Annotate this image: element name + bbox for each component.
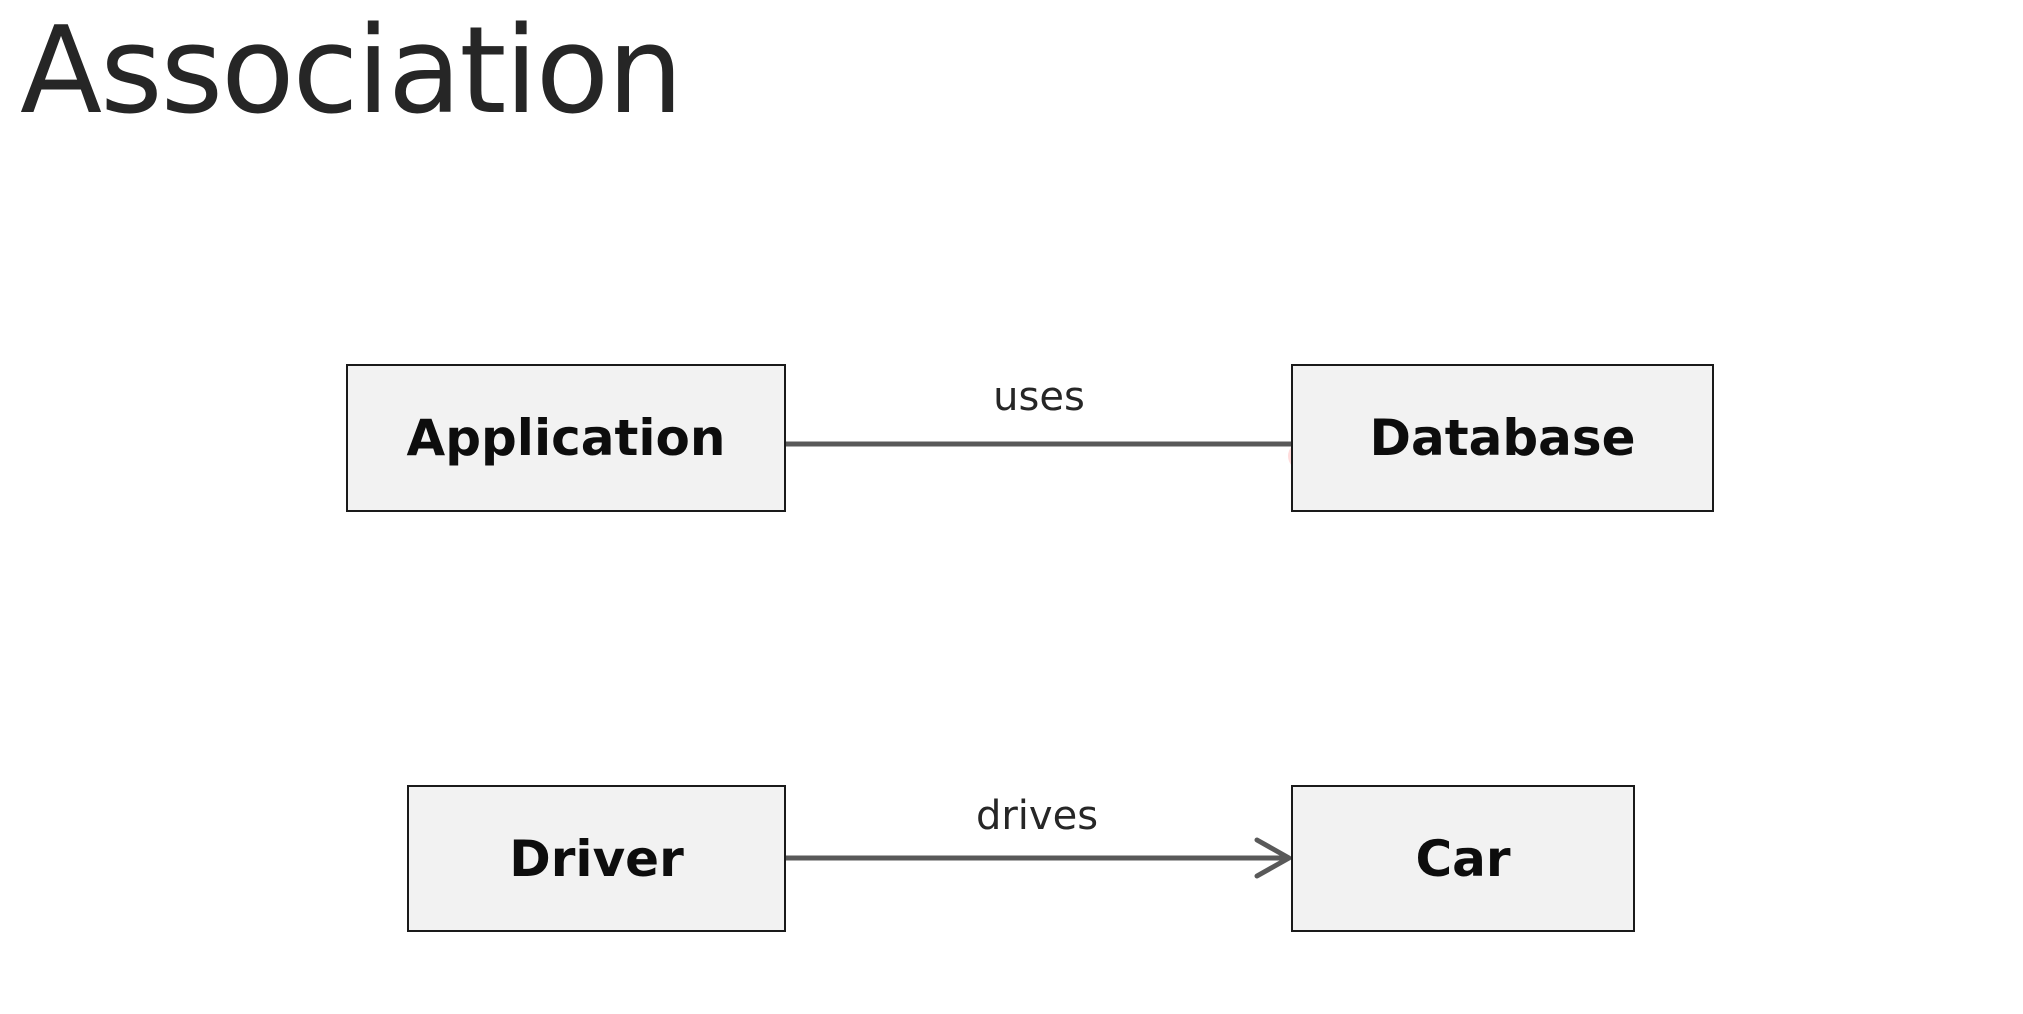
class-box-car: Car bbox=[1291, 785, 1635, 932]
class-box-application: Application bbox=[346, 364, 786, 512]
navigability-arrowhead-icon bbox=[1254, 837, 1292, 879]
class-box-driver: Driver bbox=[407, 785, 786, 932]
class-box-database: Database bbox=[1291, 364, 1714, 512]
association-label-drives: drives bbox=[975, 793, 1099, 839]
slide-title: Association bbox=[20, 2, 683, 141]
association-label-uses: uses bbox=[993, 374, 1085, 420]
